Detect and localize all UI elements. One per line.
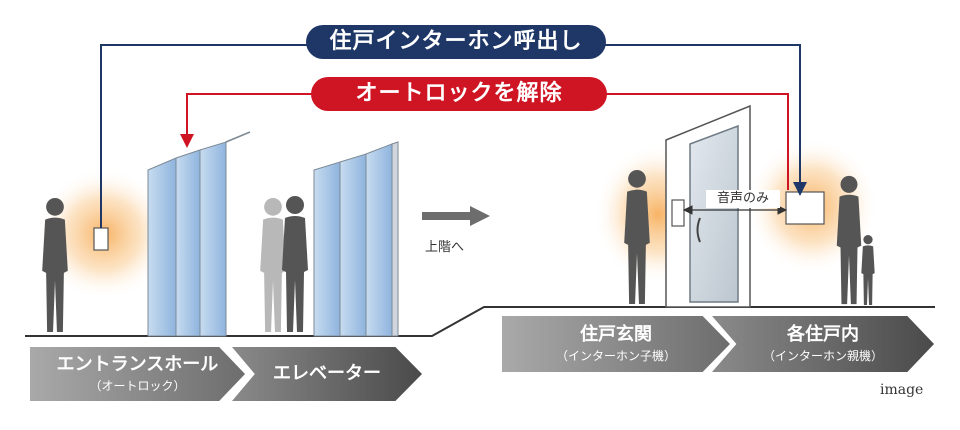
intercom-call-label: 住戸インターホン呼出し bbox=[306, 25, 606, 59]
stage-subtitle: （インターホン子機） bbox=[555, 349, 676, 363]
stage-title: エントランスホール bbox=[56, 354, 219, 375]
stage-residence-entrance: 住戸玄関 （インターホン子機） bbox=[502, 316, 730, 372]
auto-lock-release-label: オートロックを解除 bbox=[311, 77, 607, 111]
intercom-door-unit bbox=[671, 199, 685, 227]
upstairs-label: 上階へ bbox=[425, 240, 465, 255]
intercom-panel-entrance bbox=[93, 227, 109, 251]
upstairs-arrow-icon bbox=[422, 206, 490, 226]
elevator-door bbox=[313, 141, 399, 337]
stage-title: エレベーター bbox=[273, 363, 381, 384]
voice-only-label: 音声のみ bbox=[706, 190, 780, 208]
stage-subtitle: （インターホン親機） bbox=[762, 349, 883, 363]
voice-arrow bbox=[682, 205, 788, 215]
stage-elevator: エレベーター bbox=[232, 347, 422, 401]
stage-title: 各住戸内 bbox=[787, 324, 859, 345]
person-elevator-front bbox=[282, 196, 308, 332]
image-note: image bbox=[880, 382, 924, 398]
stage-entrance-hall: エントランスホール （オートロック） bbox=[30, 347, 245, 401]
intercom-master-unit bbox=[785, 191, 825, 225]
entrance-auto-door bbox=[147, 131, 251, 337]
stage-title: 住戸玄関 bbox=[580, 324, 652, 345]
person-elevator-back bbox=[260, 197, 286, 333]
stage-subtitle: （オートロック） bbox=[89, 379, 186, 393]
stage-inside-residence: 各住戸内 （インターホン親機） bbox=[712, 316, 934, 372]
